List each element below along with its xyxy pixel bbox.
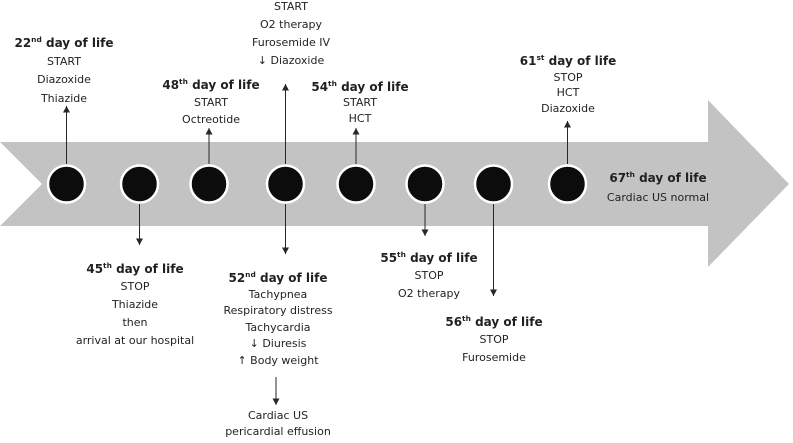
event-line: O2 therapy [260, 18, 322, 31]
event-block-day48: 48th day of life START Octreotide [162, 73, 259, 128]
event-line: Furosemide IV [252, 36, 330, 49]
event-line: STOP [414, 269, 444, 282]
event-block-day56: 56th day of life STOP Furosemide [445, 310, 542, 367]
event-line: ↓ Diuresis [249, 337, 307, 350]
event-line: then [122, 316, 148, 329]
event-line: pericardial effusion [225, 425, 331, 438]
event-title: 67th day of life [609, 170, 707, 185]
event-line: Cardiac US normal [606, 191, 710, 204]
timeline-dot [189, 164, 229, 204]
event-line: Cardiac US [247, 409, 309, 422]
ordinal-suffix: nd [31, 35, 42, 44]
event-line: HCT [556, 86, 580, 99]
timeline-dot [265, 164, 306, 204]
event-line: Furosemide [462, 351, 526, 364]
event-line: Respiratory distress [223, 304, 333, 317]
event-block-day67: 67th day of life Cardiac US normal [607, 165, 709, 207]
event-title: 48th day of life [162, 77, 260, 92]
event-block-top-center: START O2 therapy Furosemide IV ↓ Diazoxi… [252, 0, 330, 70]
event-block-cardiac-us: Cardiac US pericardial effusion [225, 408, 331, 440]
timeline-dot [119, 164, 160, 204]
event-title: 22nd day of life [14, 35, 114, 50]
event-line: Tachypnea [248, 287, 308, 301]
timeline-dot [336, 164, 376, 204]
ordinal-suffix: th [179, 77, 188, 86]
event-line: STOP [479, 333, 509, 346]
ordinal-suffix: th [626, 170, 635, 179]
event-block-day55: 55th day of life STOP O2 therapy [380, 246, 477, 303]
timeline-dots [46, 164, 588, 204]
ordinal-suffix: st [536, 53, 545, 62]
ordinal-suffix: nd [245, 270, 256, 279]
event-line: STOP [553, 70, 583, 84]
timeline-arrow [0, 100, 789, 267]
event-block-day45: 45th day of life STOP Thiazide then arri… [76, 257, 194, 350]
event-line: Diazoxide [37, 73, 91, 86]
event-line: Tachycardia [245, 320, 311, 334]
event-block-day52: 52nd day of life Tachypnea Respiratory d… [223, 267, 332, 369]
timeline-dot [405, 164, 445, 204]
event-line: START [194, 96, 228, 109]
event-line: START [47, 54, 81, 68]
timeline-dot [547, 164, 588, 204]
timeline-dot [46, 164, 87, 204]
event-line: ↑ Body weight [237, 353, 319, 367]
event-title: 54th day of life [311, 79, 409, 94]
connector-arrows [63, 84, 571, 405]
event-title: 61st day of life [519, 53, 617, 68]
timeline-dot [473, 164, 514, 204]
event-line: START [343, 96, 377, 109]
event-line: STOP [120, 280, 150, 293]
event-block-day61: 61st day of life STOP HCT Diazoxide [520, 50, 616, 116]
event-title: 56th day of life [445, 314, 543, 329]
event-line: Thiazide [111, 298, 159, 311]
event-line: arrival at our hospital [75, 334, 195, 347]
event-line: Octreotide [182, 113, 240, 126]
ordinal-suffix: th [397, 250, 406, 259]
event-line: ↓ Diazoxide [257, 54, 325, 67]
ordinal-suffix: th [462, 314, 471, 323]
event-title: 55th day of life [380, 250, 478, 265]
event-title: 45th day of life [86, 261, 184, 276]
event-line: Thiazide [40, 91, 88, 105]
ordinal-suffix: th [103, 261, 112, 270]
ordinal-suffix: th [328, 79, 337, 88]
event-line: Diazoxide [541, 101, 595, 115]
event-line: START [274, 0, 308, 13]
event-line: O2 therapy [398, 287, 460, 300]
event-block-day54: 54th day of life START HCT [311, 76, 408, 127]
event-line: HCT [348, 112, 372, 125]
event-block-day22: 22nd day of life START Diazoxide Thiazid… [14, 31, 113, 108]
event-title: 52nd day of life [228, 270, 328, 285]
